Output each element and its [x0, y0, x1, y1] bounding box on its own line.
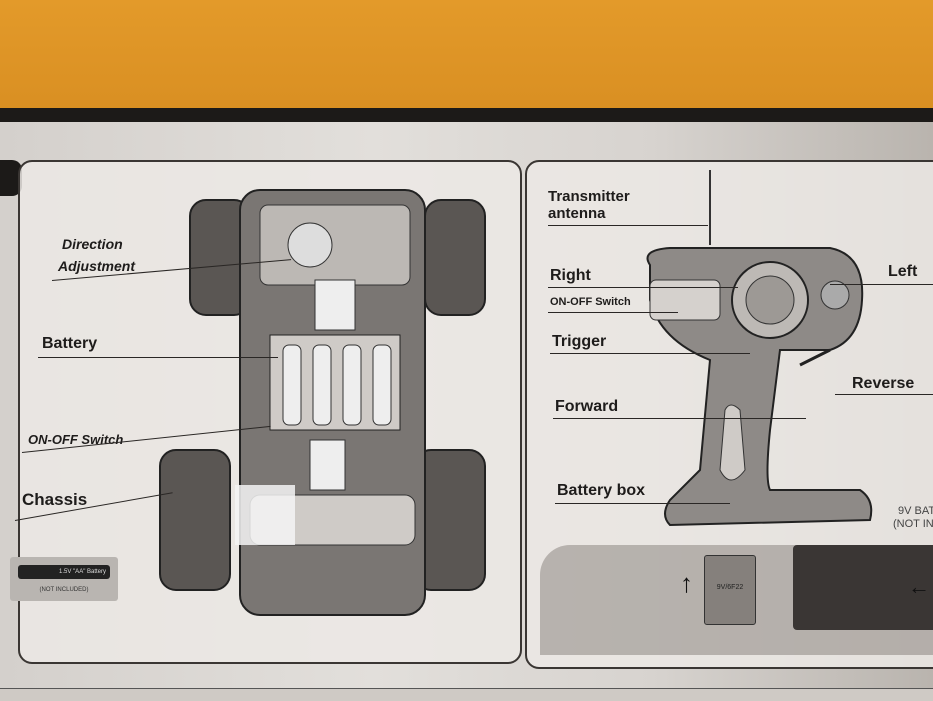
- battery-compartment: [793, 545, 933, 630]
- leader-line: [555, 503, 730, 504]
- bottom-panel-edge: [0, 688, 933, 701]
- left-arrow-icon: ←: [908, 574, 930, 599]
- battery-note-2: (NOT IN: [893, 518, 933, 530]
- leader-line: [548, 225, 708, 226]
- label-left: Left: [888, 263, 918, 280]
- box-edge: [0, 108, 933, 122]
- label-trigger: Trigger: [552, 333, 607, 350]
- label-forward: Forward: [555, 398, 619, 415]
- orange-background: [0, 0, 933, 112]
- leader-line: [548, 287, 738, 288]
- 9v-battery-icon: 9V/6F22: [704, 555, 756, 625]
- label-battery: Battery: [42, 335, 98, 352]
- up-arrow-icon: ↑: [680, 568, 693, 598]
- label-direction-2: Adjustment: [58, 258, 135, 274]
- label-chassis: Chassis: [22, 490, 88, 509]
- leader-line: [548, 312, 678, 313]
- leader-line: [830, 284, 933, 285]
- leader-line: [553, 418, 806, 419]
- battery-model: 9V/6F22: [716, 584, 744, 591]
- label-antenna-2: antenna: [548, 205, 606, 222]
- label-reverse: Reverse: [852, 375, 915, 392]
- label-battery-box: Battery box: [557, 482, 646, 499]
- leader-line: [835, 394, 933, 395]
- not-included-note: (NOT INCLUDED): [39, 587, 89, 593]
- label-antenna-1: Transmitter: [548, 188, 630, 205]
- label-remote-on-off: ON-OFF Switch: [550, 296, 631, 308]
- remote-controller-diagram: [646, 170, 873, 527]
- label-right: Right: [550, 267, 591, 284]
- label-direction-1: Direction: [62, 236, 123, 252]
- leader-line: [550, 353, 750, 354]
- tab-marker: [0, 160, 22, 196]
- aa-battery-icon: 1.5V "AA" Battery: [18, 565, 110, 579]
- leader-line: [38, 357, 278, 358]
- label-car-on-off: ON-OFF Switch: [28, 432, 124, 447]
- car-chassis-diagram: [159, 189, 486, 616]
- battery-note-1: 9V BAT: [898, 505, 933, 517]
- battery-badge: 1.5V "AA" Battery (NOT INCLUDED): [10, 557, 118, 601]
